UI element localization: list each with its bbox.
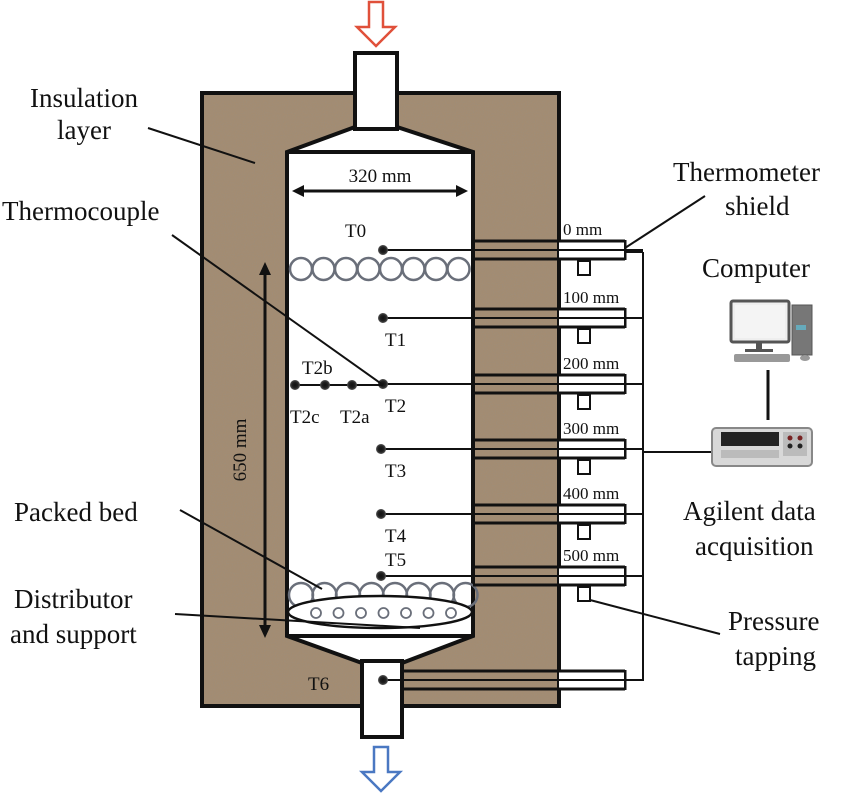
distributor-hole [445,607,457,619]
distributor-support [286,594,474,630]
label-packed-bed: Packed bed [14,497,138,527]
probe-dot-t2a [347,380,357,390]
probe-t4: T4 [376,509,643,547]
pressure-tap [577,524,591,540]
probe-dot [376,444,386,454]
inlet-arrow-icon [353,0,399,48]
probe-dot [378,245,388,255]
label-pressure-1: Pressure [728,606,819,636]
thermometer-shield: 200 mm [473,354,643,410]
label-distributor-1: Distributor [14,584,133,614]
label-daq-1: Agilent data [683,496,816,526]
label-pressure-2: tapping [735,641,816,671]
label-thermocouple: Thermocouple [2,196,159,226]
distributor-hole [310,607,322,619]
probe-dot [378,313,388,323]
daq-device-icon [711,427,813,467]
probe-t3: T3 [376,444,643,482]
height-marker-label: 0 mm [563,220,602,239]
pressure-tap [577,586,591,602]
probe-dot [376,509,386,519]
probe-label-t2b: T2b [302,358,333,379]
probe-dot [376,571,386,581]
computer-icon [729,299,813,362]
probe-label: T0 [345,221,366,242]
label-computer: Computer [702,253,810,283]
radial-probe-line: T2b T2c T2a [290,358,383,428]
diameter-label: 320 mm [349,166,412,187]
height-marker-label: 200 mm [563,354,619,373]
height-marker-label: 300 mm [563,419,619,438]
probe-label-t2c: T2c [290,407,320,428]
pressure-tap [577,394,591,410]
label-shield-1: Thermometer [673,157,820,187]
probe-t5: T5 [376,550,643,581]
leader-lines [147,127,721,635]
label-distributor-2: and support [10,619,137,649]
pressure-tap [577,328,591,344]
probe-label: T5 [385,550,406,571]
outlet-pipe [360,659,404,739]
probe-label: T1 [385,330,406,351]
height-marker-label: 100 mm [563,288,619,307]
pressure-tap [577,260,591,276]
label-insulation-1: Insulation [30,83,138,113]
probe-t6: T6 [308,674,643,695]
probe-dot [378,675,388,685]
inlet-pipe [353,51,399,131]
outlet-arrow-icon [358,745,404,793]
probe-label: T4 [385,526,407,547]
distributor-hole [422,607,435,619]
probe-label: T3 [385,461,406,482]
height-marker-label: 400 mm [563,484,619,503]
probe-dot-t2b [320,380,330,390]
label-daq-2: acquisition [695,531,814,561]
probe-label: T6 [308,674,329,695]
probe-t2: T2 [378,379,643,417]
distributor-hole [355,607,367,619]
probe-dot-t2c [290,380,300,390]
probe-label: T2 [385,396,406,417]
distributor-hole [377,607,390,619]
probe-label-t2a: T2a [340,407,370,428]
pressure-tap [577,459,591,475]
distributor-hole [400,607,412,619]
label-shield-2: shield [725,191,790,221]
height-marker-label: 500 mm [563,546,619,565]
distributor-hole [332,607,345,619]
packing-top-row [288,256,471,282]
diameter-dimension: 320 mm [292,166,468,197]
column-body [285,51,475,739]
probe-t0: T0 [345,221,643,255]
height-dimension: 650 mm [230,262,271,638]
label-insulation-2: layer [57,115,111,145]
height-label: 650 mm [230,418,251,481]
probe-t1: T1 [378,313,643,351]
packing-bead [446,256,471,282]
